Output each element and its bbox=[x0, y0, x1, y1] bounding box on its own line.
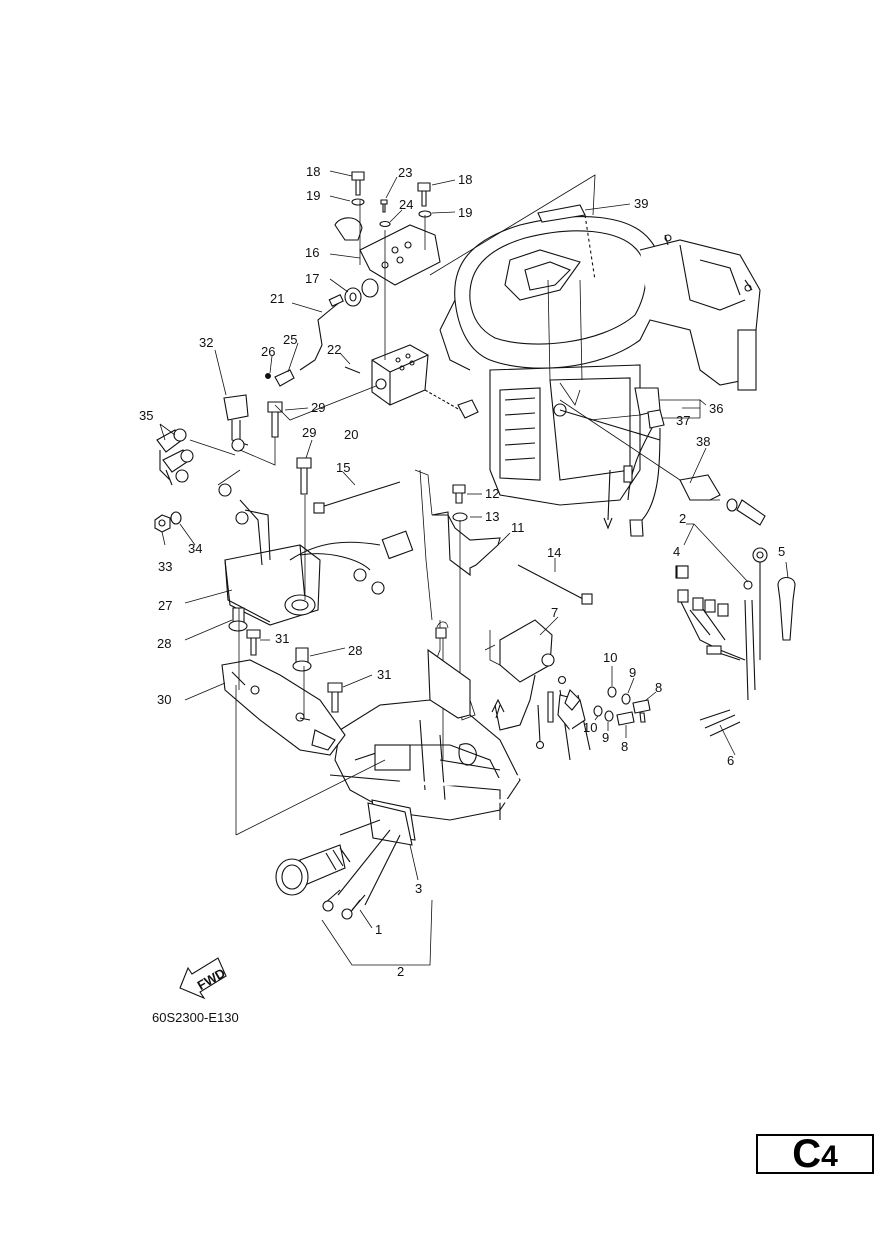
callout-20: 20 bbox=[344, 427, 358, 442]
wiring-harness bbox=[399, 547, 796, 804]
callout-39: 39 bbox=[634, 196, 648, 211]
callout-34: 34 bbox=[188, 541, 202, 556]
callout-9: 9 bbox=[629, 665, 636, 680]
page-id-number: 4 bbox=[821, 1140, 838, 1173]
callout-11: 11 bbox=[511, 520, 525, 535]
callout-37: 37 bbox=[676, 413, 690, 428]
callout-13: 13 bbox=[485, 509, 499, 524]
callout-24: 24 bbox=[399, 197, 413, 212]
callout-25: 25 bbox=[283, 332, 297, 347]
callout-leaders bbox=[159, 170, 789, 966]
callout-19: 19 bbox=[306, 188, 320, 203]
callout-22: 22 bbox=[327, 342, 341, 357]
callout-33: 33 bbox=[158, 559, 172, 574]
callout-10: 10 bbox=[583, 720, 597, 735]
page-id-box: C 4 bbox=[756, 1134, 874, 1174]
callout-12: 12 bbox=[485, 486, 499, 501]
diagram-code: 60S2300-E130 bbox=[152, 1010, 239, 1025]
page-id-letter: C bbox=[792, 1132, 822, 1176]
callout-32: 32 bbox=[199, 335, 213, 350]
callout-4: 4 bbox=[673, 544, 680, 559]
callout-7: 7 bbox=[551, 605, 558, 620]
callout-8: 8 bbox=[655, 680, 662, 695]
callout-2: 2 bbox=[679, 511, 686, 526]
callout-38: 38 bbox=[696, 434, 710, 449]
callout-15: 15 bbox=[336, 460, 350, 475]
callout-numbers: 18 19 23 24 18 19 39 16 17 21 25 32 22 2… bbox=[139, 164, 785, 979]
assembly-guide-lines bbox=[189, 174, 720, 836]
callout-3: 3 bbox=[415, 881, 422, 896]
rectifier-regulator bbox=[218, 483, 414, 626]
callout-5: 5 bbox=[778, 544, 785, 559]
callout-30: 30 bbox=[157, 692, 171, 707]
callout-14: 14 bbox=[547, 545, 561, 560]
callout-28: 28 bbox=[348, 643, 362, 658]
callout-29: 29 bbox=[311, 400, 325, 415]
callout-18: 18 bbox=[458, 172, 472, 187]
callout-9: 9 bbox=[602, 730, 609, 745]
callout-26: 26 bbox=[261, 344, 275, 359]
callout-2: 2 bbox=[397, 964, 404, 979]
callout-16: 16 bbox=[305, 245, 319, 260]
battery-cable-assembly bbox=[275, 799, 416, 920]
callout-36: 36 bbox=[709, 401, 723, 416]
rectifier-bracket bbox=[221, 659, 346, 756]
bottom-cowling bbox=[329, 699, 521, 821]
callout-31: 31 bbox=[275, 631, 289, 646]
engine-block bbox=[439, 216, 761, 506]
callout-29: 29 bbox=[302, 425, 316, 440]
callout-35: 35 bbox=[139, 408, 153, 423]
callout-8: 8 bbox=[621, 739, 628, 754]
callout-31: 31 bbox=[377, 667, 391, 682]
callout-27: 27 bbox=[158, 598, 172, 613]
callout-21: 21 bbox=[270, 291, 284, 306]
callout-1: 1 bbox=[375, 922, 382, 937]
callout-19: 19 bbox=[458, 205, 472, 220]
callout-28: 28 bbox=[157, 636, 171, 651]
fwd-arrow: FWD bbox=[179, 957, 228, 1000]
callout-6: 6 bbox=[727, 753, 734, 768]
callout-23: 23 bbox=[398, 165, 412, 180]
fasteners bbox=[154, 171, 766, 750]
callout-18: 18 bbox=[306, 164, 320, 179]
callout-10: 10 bbox=[603, 650, 617, 665]
callout-17: 17 bbox=[305, 271, 319, 286]
